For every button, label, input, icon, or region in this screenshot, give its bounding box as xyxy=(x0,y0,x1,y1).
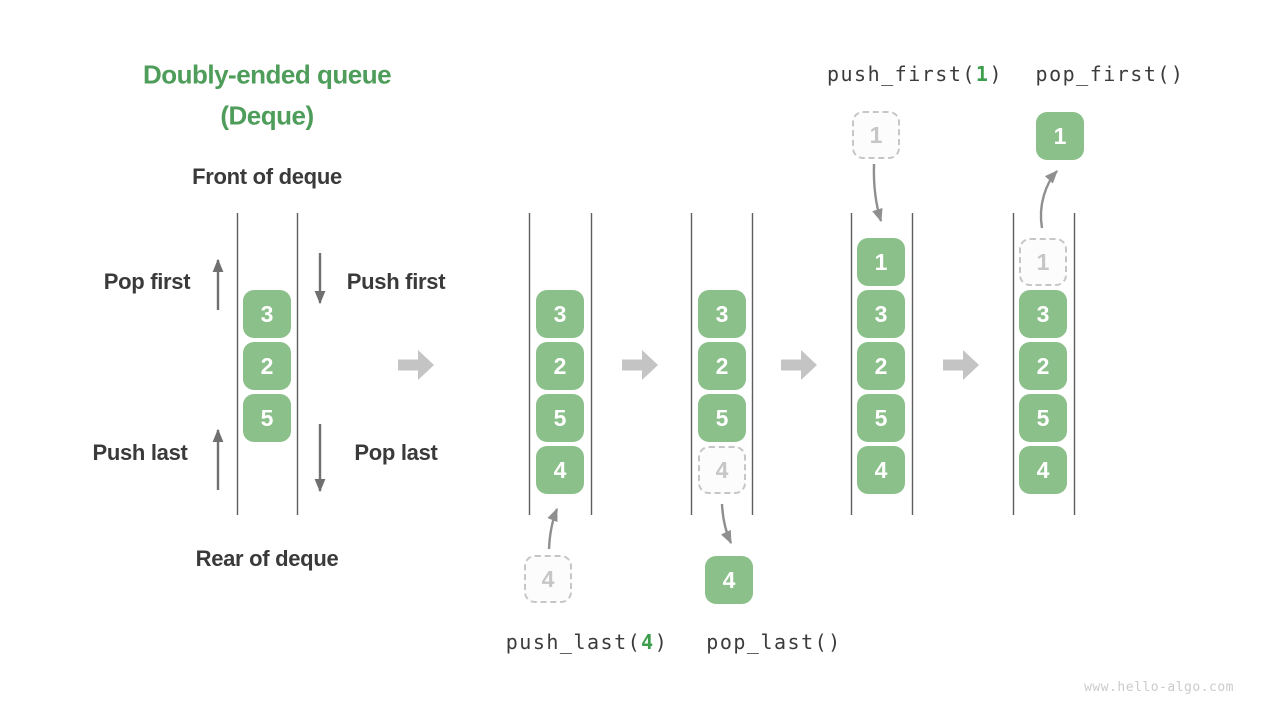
push-first-operation-label: push_first(1) xyxy=(827,62,1003,86)
queue-cell-ghost: 1 xyxy=(1019,238,1067,286)
queue-cell: 2 xyxy=(698,342,746,390)
op-arg: 4 xyxy=(641,630,655,654)
queue-cell-outgoing: 4 xyxy=(705,556,753,604)
pop-first-label: Pop first xyxy=(103,269,191,294)
queue-cell: 3 xyxy=(857,290,905,338)
rear-of-deque-label: Rear of deque xyxy=(195,546,339,571)
op-text: ) xyxy=(989,62,1004,86)
pop-first-operation-label: pop_first() xyxy=(1035,62,1185,86)
queue-cell: 4 xyxy=(857,446,905,494)
queue-cell: 3 xyxy=(1019,290,1067,338)
queue-cell: 5 xyxy=(857,394,905,442)
step-arrow-icon xyxy=(398,350,434,380)
op-arg: 1 xyxy=(975,62,990,86)
pop-last-operation-label: pop_last() xyxy=(706,630,842,654)
queue-cell: 2 xyxy=(1019,342,1067,390)
diagram-title-line1: Doubly-ended queue xyxy=(142,59,392,90)
diagram-title-line2: (Deque) xyxy=(220,100,314,131)
queue-cell-incoming-ghost: 1 xyxy=(852,111,900,159)
queue-cell: 2 xyxy=(536,342,584,390)
queue-walls xyxy=(236,213,1076,515)
queue-cell-incoming-ghost: 4 xyxy=(524,555,572,603)
push-last-operation-label: push_last(4) xyxy=(506,630,669,654)
push-last-transfer-arrow xyxy=(547,507,559,550)
queue-cell: 5 xyxy=(243,394,291,442)
step-arrow-icon xyxy=(622,350,658,380)
queue-cell-ghost: 4 xyxy=(698,446,746,494)
push-last-label: Push last xyxy=(92,440,188,465)
pop-last-label: Pop last xyxy=(354,440,438,465)
pop-first-transfer-arrow xyxy=(1039,170,1058,229)
queue-cell: 4 xyxy=(1019,446,1067,494)
queue-cell-outgoing: 1 xyxy=(1036,112,1084,160)
queue-cell: 3 xyxy=(243,290,291,338)
queue-cell: 2 xyxy=(243,342,291,390)
queue-cell: 4 xyxy=(536,446,584,494)
op-text: push_first( xyxy=(826,62,976,86)
op-text: push_last( xyxy=(505,630,642,654)
push-first-label: Push first xyxy=(346,269,446,294)
op-text: ) xyxy=(654,630,669,654)
step-arrow-icon xyxy=(781,350,817,380)
queue-cell: 5 xyxy=(1019,394,1067,442)
queue-cell: 3 xyxy=(698,290,746,338)
pop-last-transfer-arrow xyxy=(720,503,733,545)
watermark: www.hello-algo.com xyxy=(1084,680,1234,695)
step-arrow-icon xyxy=(943,350,979,380)
queue-cell: 2 xyxy=(857,342,905,390)
step-arrows xyxy=(398,350,979,380)
queue-cell: 1 xyxy=(857,238,905,286)
push-first-transfer-arrow xyxy=(872,163,883,223)
queue-cell: 5 xyxy=(698,394,746,442)
queue-cell: 5 xyxy=(536,394,584,442)
queue-cell: 3 xyxy=(536,290,584,338)
front-of-deque-label: Front of deque xyxy=(192,164,342,189)
